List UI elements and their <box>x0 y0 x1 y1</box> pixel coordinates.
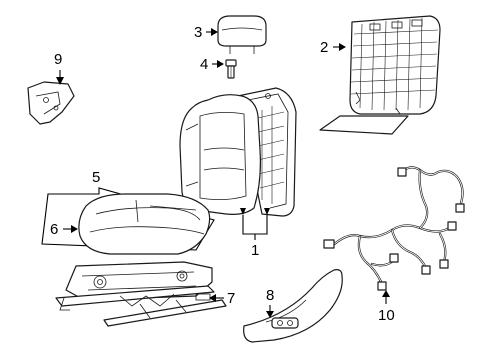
callout-5-label: 5 <box>92 169 100 186</box>
part-1-seatback-assembly[interactable] <box>179 87 297 217</box>
callout-3-label: 3 <box>194 24 202 41</box>
callout-9: 9 <box>54 51 64 85</box>
part-2-seatback-panel[interactable] <box>319 15 441 135</box>
callout-7-label: 7 <box>227 290 235 307</box>
callout-6-label: 6 <box>50 221 58 238</box>
callout-3: 3 <box>194 24 218 41</box>
callout-2-label: 2 <box>320 39 328 56</box>
callout-1: 1 <box>240 208 270 259</box>
callout-9-label: 9 <box>54 51 62 68</box>
callout-2: 2 <box>320 39 346 56</box>
callout-8: 8 <box>266 287 274 318</box>
callout-4-label: 4 <box>200 56 208 73</box>
callout-10: 10 <box>378 290 395 324</box>
part-6-seat-cushion[interactable] <box>78 193 211 255</box>
callout-1-label: 1 <box>251 242 259 259</box>
part-7-seat-track[interactable] <box>55 261 227 327</box>
callout-4: 4 <box>200 56 224 73</box>
part-8-side-cover[interactable] <box>243 269 343 343</box>
panel-mesh <box>350 17 439 111</box>
callout-5: 5 <box>41 169 215 251</box>
part-9-side-bracket[interactable] <box>27 81 75 125</box>
callout-10-label: 10 <box>378 307 395 324</box>
part-3-headrest[interactable] <box>217 15 267 54</box>
callout-7: 7 <box>209 290 235 307</box>
part-10-wiring-harness[interactable] <box>323 166 465 291</box>
callout-8-label: 8 <box>266 287 274 304</box>
part-4-headrest-guide[interactable] <box>225 59 237 79</box>
callout-6: 6 <box>50 221 78 238</box>
